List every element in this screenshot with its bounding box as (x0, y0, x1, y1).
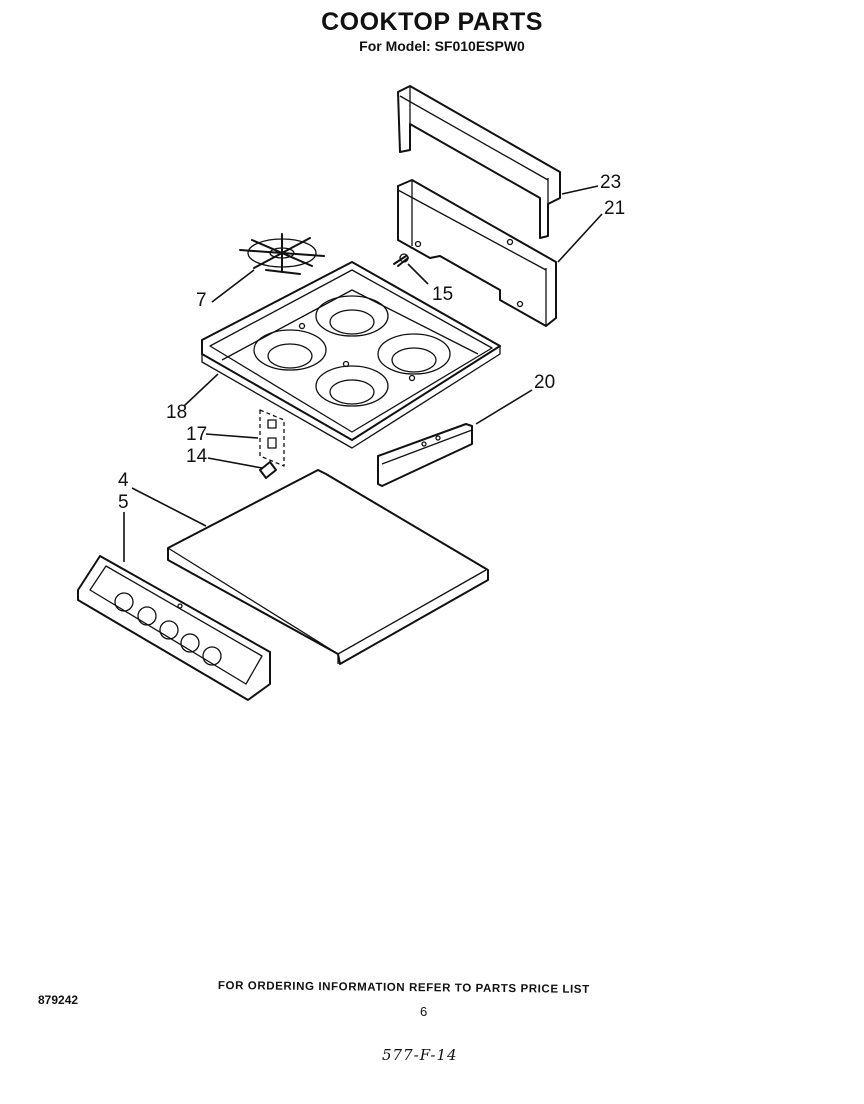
part-7-burner-grate[interactable] (239, 233, 325, 275)
leader-lines (123, 185, 603, 562)
callout-15: 15 (432, 284, 453, 305)
burner-wells (253, 295, 451, 407)
callout-23: 23 (600, 172, 621, 193)
part-21-backguard-panel[interactable] (397, 179, 557, 327)
part-14-clip[interactable] (259, 461, 277, 479)
document-number: 879242 (38, 993, 79, 1007)
page-number: 6 (420, 1004, 428, 1019)
model-subtitle: For Model: SF010ESPW0 (359, 38, 525, 54)
callout-4: 4 (118, 470, 129, 491)
part-5-control-panel[interactable] (77, 555, 271, 701)
callout-5: 5 (118, 492, 129, 513)
part-17-bracket[interactable] (259, 409, 285, 467)
part-15-screw[interactable] (393, 253, 409, 267)
part-23-backguard-trim[interactable] (397, 85, 561, 239)
page-title: COOKTOP PARTS (321, 8, 543, 36)
part-4-top-plate[interactable] (167, 469, 489, 665)
callout-14: 14 (186, 446, 208, 467)
callout-7: 7 (196, 290, 207, 311)
part-18-cooktop[interactable] (201, 261, 501, 449)
callout-20: 20 (534, 372, 555, 393)
callout-18: 18 (166, 402, 187, 423)
callout-17: 17 (186, 424, 207, 445)
handwritten-code: 577-F-14 (382, 1046, 458, 1064)
part-20-front-trim[interactable] (377, 423, 473, 487)
callout-21: 21 (604, 198, 625, 219)
